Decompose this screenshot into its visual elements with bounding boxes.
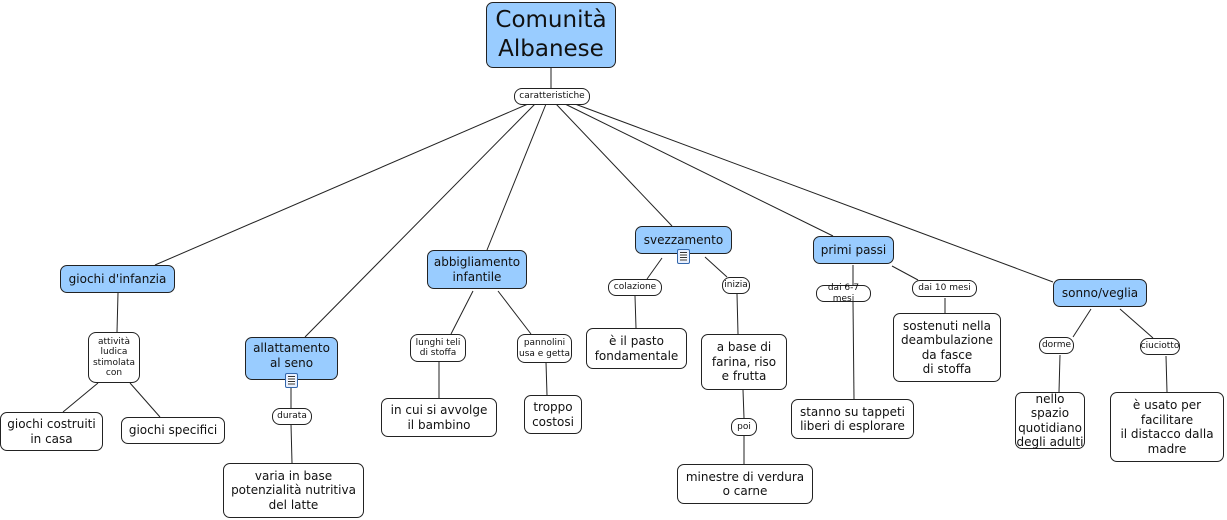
link-durata[interactable]: durata <box>272 408 312 425</box>
concept-avvolge[interactable]: in cui si avvolge il bambino <box>381 398 497 437</box>
concept-giochi-specifici[interactable]: giochi specifici <box>121 417 225 444</box>
concept-sostenuti[interactable]: sostenuti nella deambulazione da fasce d… <box>893 313 1001 382</box>
concept-sonno-veglia[interactable]: sonno/veglia <box>1053 279 1147 307</box>
concept-allattamento[interactable]: allattamento al seno <box>245 337 338 380</box>
concept-a-base-di[interactable]: a base di farina, riso e frutta <box>701 334 787 390</box>
concept-tappeti[interactable]: stanno su tappeti liberi di esplorare <box>791 399 914 439</box>
link-caratteristiche[interactable]: caratteristiche <box>514 88 590 105</box>
main-concept-comunita-albanese[interactable]: Comunità Albanese <box>486 2 616 68</box>
concept-spazio-quotidiano[interactable]: nello spazio quotidiano degli adulti <box>1015 391 1085 449</box>
concept-giochi-costruiti[interactable]: giochi costruiti in casa <box>0 412 103 451</box>
link-inizia[interactable]: inizia <box>722 277 750 294</box>
link-dorme[interactable]: dorme <box>1039 337 1074 354</box>
concept-troppo-costosi[interactable]: troppo costosi <box>524 395 582 434</box>
link-dai-10-mesi[interactable]: dai 10 mesi <box>912 280 977 297</box>
link-poi[interactable]: poi <box>731 418 757 436</box>
concept-giochi-infanzia[interactable]: giochi d'infanzia <box>60 265 175 293</box>
document-icon[interactable] <box>677 249 690 264</box>
link-colazione[interactable]: colazione <box>608 279 662 296</box>
document-icon[interactable] <box>285 373 298 388</box>
concept-abbigliamento[interactable]: abbigliamento infantile <box>427 250 527 289</box>
concept-minestre[interactable]: minestre di verdura o carne <box>677 464 813 504</box>
concept-usato-per[interactable]: è usato per facilitare il distacco dalla… <box>1110 392 1224 462</box>
link-ciuciotto[interactable]: ciuciotto <box>1140 338 1180 355</box>
link-dai-6-7-mesi[interactable]: dai 6-7 mesi <box>816 283 871 304</box>
concept-pasto-fondamentale[interactable]: è il pasto fondamentale <box>586 328 687 369</box>
link-pannolini[interactable]: pannolini usa e getta <box>517 334 572 363</box>
link-lunghi-teli[interactable]: lunghi teli di stoffa <box>410 334 466 362</box>
concept-primi-passi[interactable]: primi passi <box>813 236 894 264</box>
link-attivita-ludica[interactable]: attività ludica stimolata con <box>88 332 140 383</box>
concept-varia[interactable]: varia in base potenzialità nutritiva del… <box>223 463 364 518</box>
